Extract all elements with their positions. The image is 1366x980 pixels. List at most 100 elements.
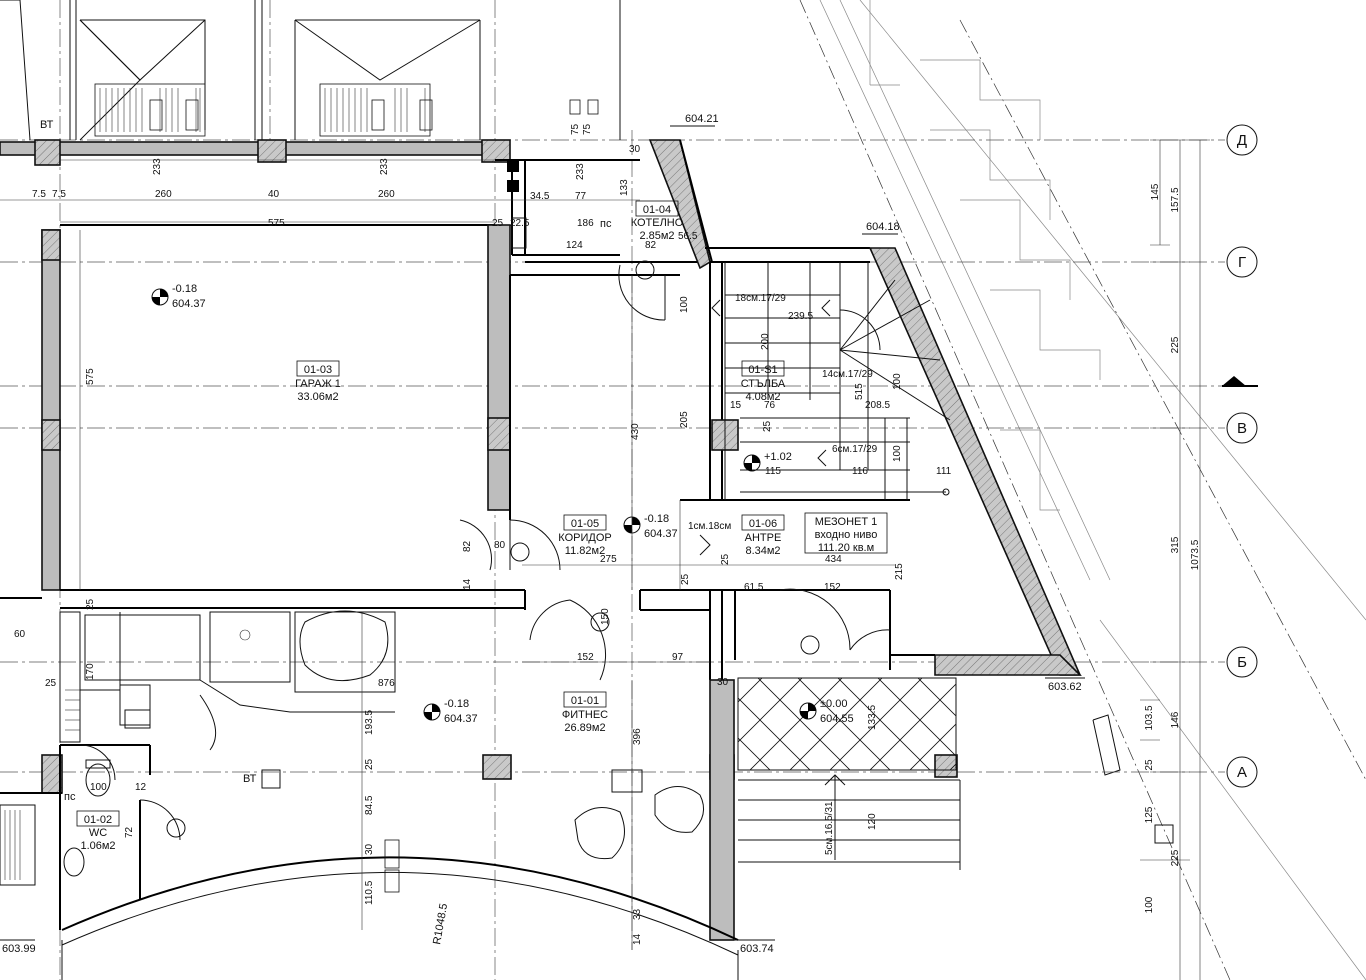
dim-m-3: 100 [679,296,690,313]
axis-bubble-g: Г [1226,246,1258,278]
tag-stair-b: 14см.17/29 [822,369,873,380]
dim-m-14: 111 [936,466,952,477]
dim-m-38: 30 [364,843,375,855]
tag-stair-a: 18см.17/29 [735,293,786,304]
dim-m-13: 116 [852,466,868,477]
dim-m-26: 150 [600,608,611,625]
dim-t-5: 575 [268,218,285,229]
level-marker-entrance [799,702,817,720]
dim-m-17: 82 [462,540,473,552]
dim-m-34: 876 [378,678,395,689]
room-wc-area: 1.06м2 [80,840,115,852]
dim-m-2: 205 [679,411,690,428]
dim-m-37: 84.5 [364,795,375,815]
axis-b-label: Б [1237,654,1247,671]
window-hatch-left [99,88,201,132]
room-boiler-name: КОТЕЛНО [631,217,684,229]
room-antre-name: АНТРЕ [745,532,782,544]
level-marker-stair [743,454,761,472]
tag-stair-c: 6см.17/29 [832,444,878,455]
dim-t-14: 233 [152,158,163,175]
dim-m-19: 275 [600,554,617,565]
room-boiler-id: 01-04 [643,204,671,216]
dim-r-1073: 1073.5 [1190,539,1201,570]
dim-t-2: 260 [155,189,172,200]
dim-r-146: 146 [1170,711,1181,728]
axis-bubble-d: Д [1226,124,1258,156]
terrain-mark-1: 604.21 [685,113,719,125]
level-rel-garage: -0.18 [172,283,197,295]
terrain-mark-2: 604.18 [866,221,900,233]
dim-r-25: 25 [1144,759,1155,771]
dim-t-10: 186 [577,218,594,229]
dim-r-225: 225 [1170,336,1181,353]
room-corridor-id: 01-05 [571,518,599,530]
room-corridor-name: КОРИДОР [558,532,611,544]
dim-m-30: 25 [45,678,57,689]
dim-m-29: 30 [717,677,729,688]
vent-marks [507,160,527,249]
dim-t-12: 82 [645,240,657,251]
dim-m-23: 215 [894,563,905,580]
doors [79,264,891,841]
dim-m-40: 33 [632,908,643,920]
room-antre-area: 8.34м2 [745,545,780,557]
level-texts: -0.18 604.37 -0.18 604.37 -0.18 604.37 +… [172,283,854,725]
dim-r-315: 315 [1170,536,1181,553]
dim-t-13: 56.5 [678,231,698,242]
axis-g-label: Г [1238,254,1246,271]
room-corridor-area: 11.82м2 [565,545,605,557]
dim-t-7: 22.5 [510,218,530,229]
room-garage: 01-03 ГАРАЖ 1 33.06м2 [295,360,341,403]
dim-m-6: 100 [892,373,903,390]
dimension-chain-top: 7.5 7.5 260 40 260 575 25 22.5 34.5 77 1… [0,123,698,251]
room-fitness: 01-01 ФИТНЕС 26.89м2 [562,691,608,734]
door-tags [166,260,820,893]
room-garage-id: 01-03 [304,364,332,376]
dim-t-18: 30 [629,144,641,155]
section-arrow-icon [1222,376,1246,386]
walls [0,139,1082,941]
tag-bt-bottom: ВТ [243,773,257,785]
room-stair: 01-S1 СТЪЛБА 4.08м2 [741,360,786,403]
terrain-marks: 604.21 604.18 603.62 603.99 603.74 [0,113,1085,955]
terrain-mark-4: 603.99 [2,943,36,955]
unit-line3: 111.20 кв.м [818,542,874,554]
room-wc: 01-02 WC 1.06м2 [76,810,120,852]
room-fitness-area: 26.89м2 [564,722,605,734]
dim-m-25: 25 [720,553,731,565]
dimension-chain-right: 145 157.5 225 315 1073.5 103.5 146 25 12… [1140,139,1210,980]
dim-m-0: 575 [85,368,96,385]
room-antre: 01-06 АНТРЕ 8.34м2 [741,514,785,557]
unit-line2: входно ниво [815,529,878,541]
dim-m-42: 396 [632,728,643,745]
dim-m-41: 14 [632,933,643,945]
dim-t-4: 260 [378,189,395,200]
room-boiler: 01-04 КОТЕЛНО 2.85м2 [631,200,684,242]
level-rel-fitness: -0.18 [444,698,469,710]
dimension-interior: 575 430 205 100 239.5 200 100 515 208.5 … [14,230,952,950]
dim-t-20: 75 [582,123,593,135]
fitness-fixtures [59,610,705,860]
dim-m-35: 193.5 [364,710,375,735]
dim-m-44: 120 [867,813,878,830]
tag-pc-top: пс [600,218,612,230]
dim-m-10: 15 [730,400,742,411]
room-boiler-area: 2.85м2 [639,230,674,242]
room-stair-id: 01-S1 [748,364,777,376]
tag-stair-d: 1см.18см [688,521,731,532]
axis-v-label: В [1237,420,1247,437]
grid-axis-labels: Д Г В Б А [1222,124,1258,788]
dim-m-24: 25 [680,573,691,585]
dim-r-145: 145 [1150,183,1161,200]
level-marker-garage [151,288,169,306]
dim-t-0: 7.5 [32,189,46,200]
level-markers [151,288,950,721]
dim-m-33: 25 [85,598,96,610]
roof-structure [0,0,621,141]
dim-m-36: 25 [364,758,375,770]
axis-bubble-a: А [1226,756,1258,788]
dim-m-5: 200 [760,333,771,350]
tag-bt-top: ВТ [40,119,54,131]
